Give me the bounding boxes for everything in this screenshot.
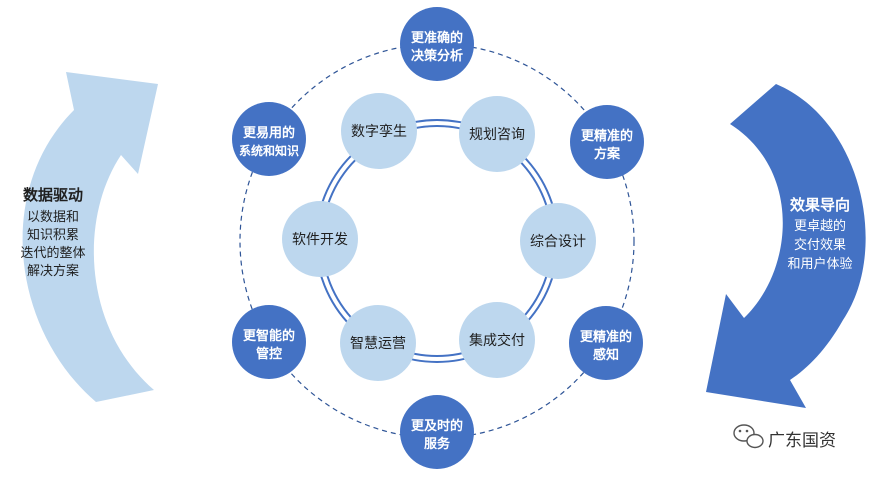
outer-node-usability-line-2: 系统和知识 [239,143,299,158]
right-arrow-line-1: 更卓越的 [794,218,846,234]
outer-node-perception-circle [569,306,643,380]
inner-node-design: 综合设计 [520,203,596,279]
inner-node-delivery-circle [459,302,535,378]
inner-node-operation-circle [340,305,416,381]
outer-node-plan: 更精准的 方案 [570,105,644,179]
outer-node-usability: 更易用的 系统和知识 [232,102,306,176]
inner-node-software-circle [282,201,358,277]
left-arrow-shape [22,72,158,402]
inner-node-digital-twin: 数字孪生 [341,93,417,169]
left-arrow-line-4: 解决方案 [27,263,79,279]
left-arrow-line-2: 知识积累 [27,227,79,243]
outer-node-usability-line-1: 更易用的 [243,125,295,141]
outer-node-control-line-1: 更智能的 [243,328,295,344]
outer-node-control-circle [232,305,306,379]
inner-node-design-circle [520,203,596,279]
inner-node-delivery-label: 集成交付 [469,332,525,349]
outer-node-usability-circle [232,102,306,176]
inner-node-software-label: 软件开发 [292,232,348,248]
outer-node-perception-line-1: 更精准的 [580,329,632,345]
outer-node-perception-line-2: 感知 [593,347,619,363]
left-arrow-title: 数据驱动 [23,186,83,204]
inner-node-delivery: 集成交付 [459,302,535,378]
outer-node-plan-circle [570,105,644,179]
outer-node-service-circle [400,395,474,469]
right-arrow-shape [706,84,866,408]
right-arrow-line-3: 和用户体验 [787,256,852,272]
inner-node-planning: 规划咨询 [459,96,535,172]
outer-node-control-line-2: 管控 [256,346,282,362]
outer-node-service-line-2: 服务 [424,436,451,452]
watermark: 广东国资 [733,424,836,451]
inner-node-design-label: 综合设计 [530,234,586,250]
inner-node-operation: 智慧运营 [340,305,416,381]
watermark-text: 广东国资 [768,431,836,451]
right-curved-arrow: 效果导向 更卓越的 交付效果 和用户体验 [706,84,866,408]
left-arrow-line-1: 以数据和 [27,210,79,225]
inner-node-digital-twin-label: 数字孪生 [351,123,407,140]
outer-node-decision-line-1: 更准确的 [411,30,463,46]
outer-node-service: 更及时的 服务 [400,395,474,469]
inner-node-digital-twin-circle [341,93,417,169]
outer-node-decision: 更准确的 决策分析 [400,7,474,81]
outer-node-perception: 更精准的 感知 [569,306,643,380]
left-arrow-line-3: 迭代的整体 [20,245,85,261]
outer-node-control: 更智能的 管控 [232,305,306,379]
inner-node-operation-label: 智慧运营 [350,336,406,352]
right-arrow-title: 效果导向 [790,196,850,214]
inner-node-planning-circle [459,96,535,172]
inner-node-planning-label: 规划咨询 [469,127,525,143]
outer-node-service-line-1: 更及时的 [411,418,463,434]
outer-node-plan-line-2: 方案 [594,146,621,162]
outer-node-decision-circle [400,7,474,81]
inner-node-software: 软件开发 [282,201,358,277]
outer-node-decision-line-2: 决策分析 [411,48,463,64]
wechat-icon [733,424,764,449]
left-curved-arrow: 数据驱动 以数据和 知识积累 迭代的整体 解决方案 [20,72,158,402]
right-arrow-line-2: 交付效果 [794,237,846,253]
outer-node-plan-line-1: 更精准的 [581,128,633,144]
